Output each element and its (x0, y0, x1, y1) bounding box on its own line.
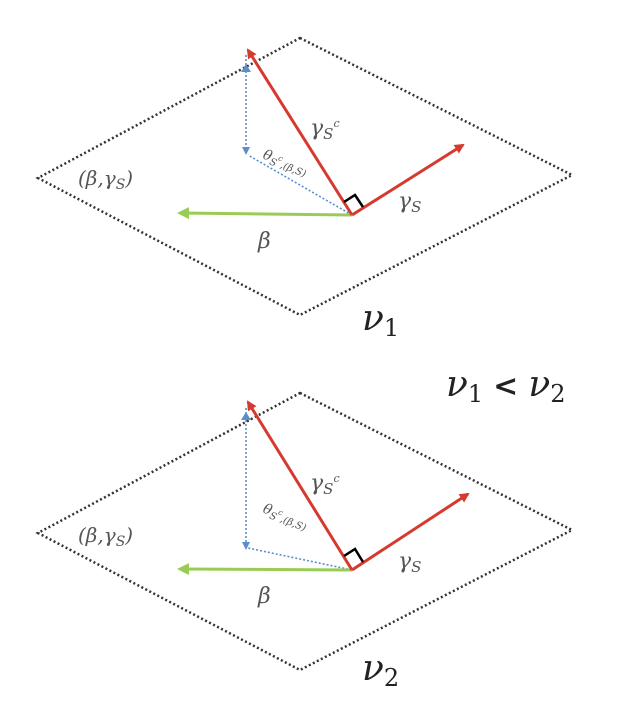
gamma-s-vector-bottom (351, 492, 470, 572)
plane-label-top: (β,γS) (78, 166, 133, 193)
right-angle-marker-bottom (343, 547, 365, 563)
panel-top: (β,γS) γSc γS β θSc,(β,S) ν1 (35, 36, 575, 342)
plane-top (35, 36, 575, 317)
gamma-s-vector-top (351, 143, 465, 217)
theta-label-bottom: θSc,(β,S) (260, 501, 310, 535)
nu-label-top: ν1 (362, 298, 399, 342)
nu-label-bottom: ν2 (362, 648, 399, 692)
gamma-sc-vector-top (246, 48, 354, 216)
projection-up-arrow-bottom (241, 412, 251, 420)
beta-label-top: β (257, 229, 271, 254)
beta-vector-top (177, 207, 353, 220)
beta-vector-bottom (177, 563, 353, 576)
projection-diagonal-bottom (247, 547, 353, 571)
gamma-sc-label-top: γSc (310, 116, 340, 143)
projection-diagonal-top (247, 154, 353, 216)
right-angle-marker-top (343, 193, 365, 208)
projection-up-arrow-top (241, 64, 251, 72)
gamma-sc-label-bottom: γSc (310, 471, 340, 498)
plane-bottom (35, 391, 575, 672)
gamma-sc-vector-bottom (246, 400, 354, 571)
panel-bottom: (β,γS) γSc γS β θSc,(β,S) ν2 (35, 391, 575, 692)
plane-label-bottom: (β,γS) (78, 523, 133, 550)
comparison-label: ν1<ν2 (446, 364, 565, 408)
gamma-s-label-bottom: γS (398, 549, 421, 576)
gamma-s-label-top: γS (398, 189, 421, 216)
beta-label-bottom: β (257, 584, 271, 609)
